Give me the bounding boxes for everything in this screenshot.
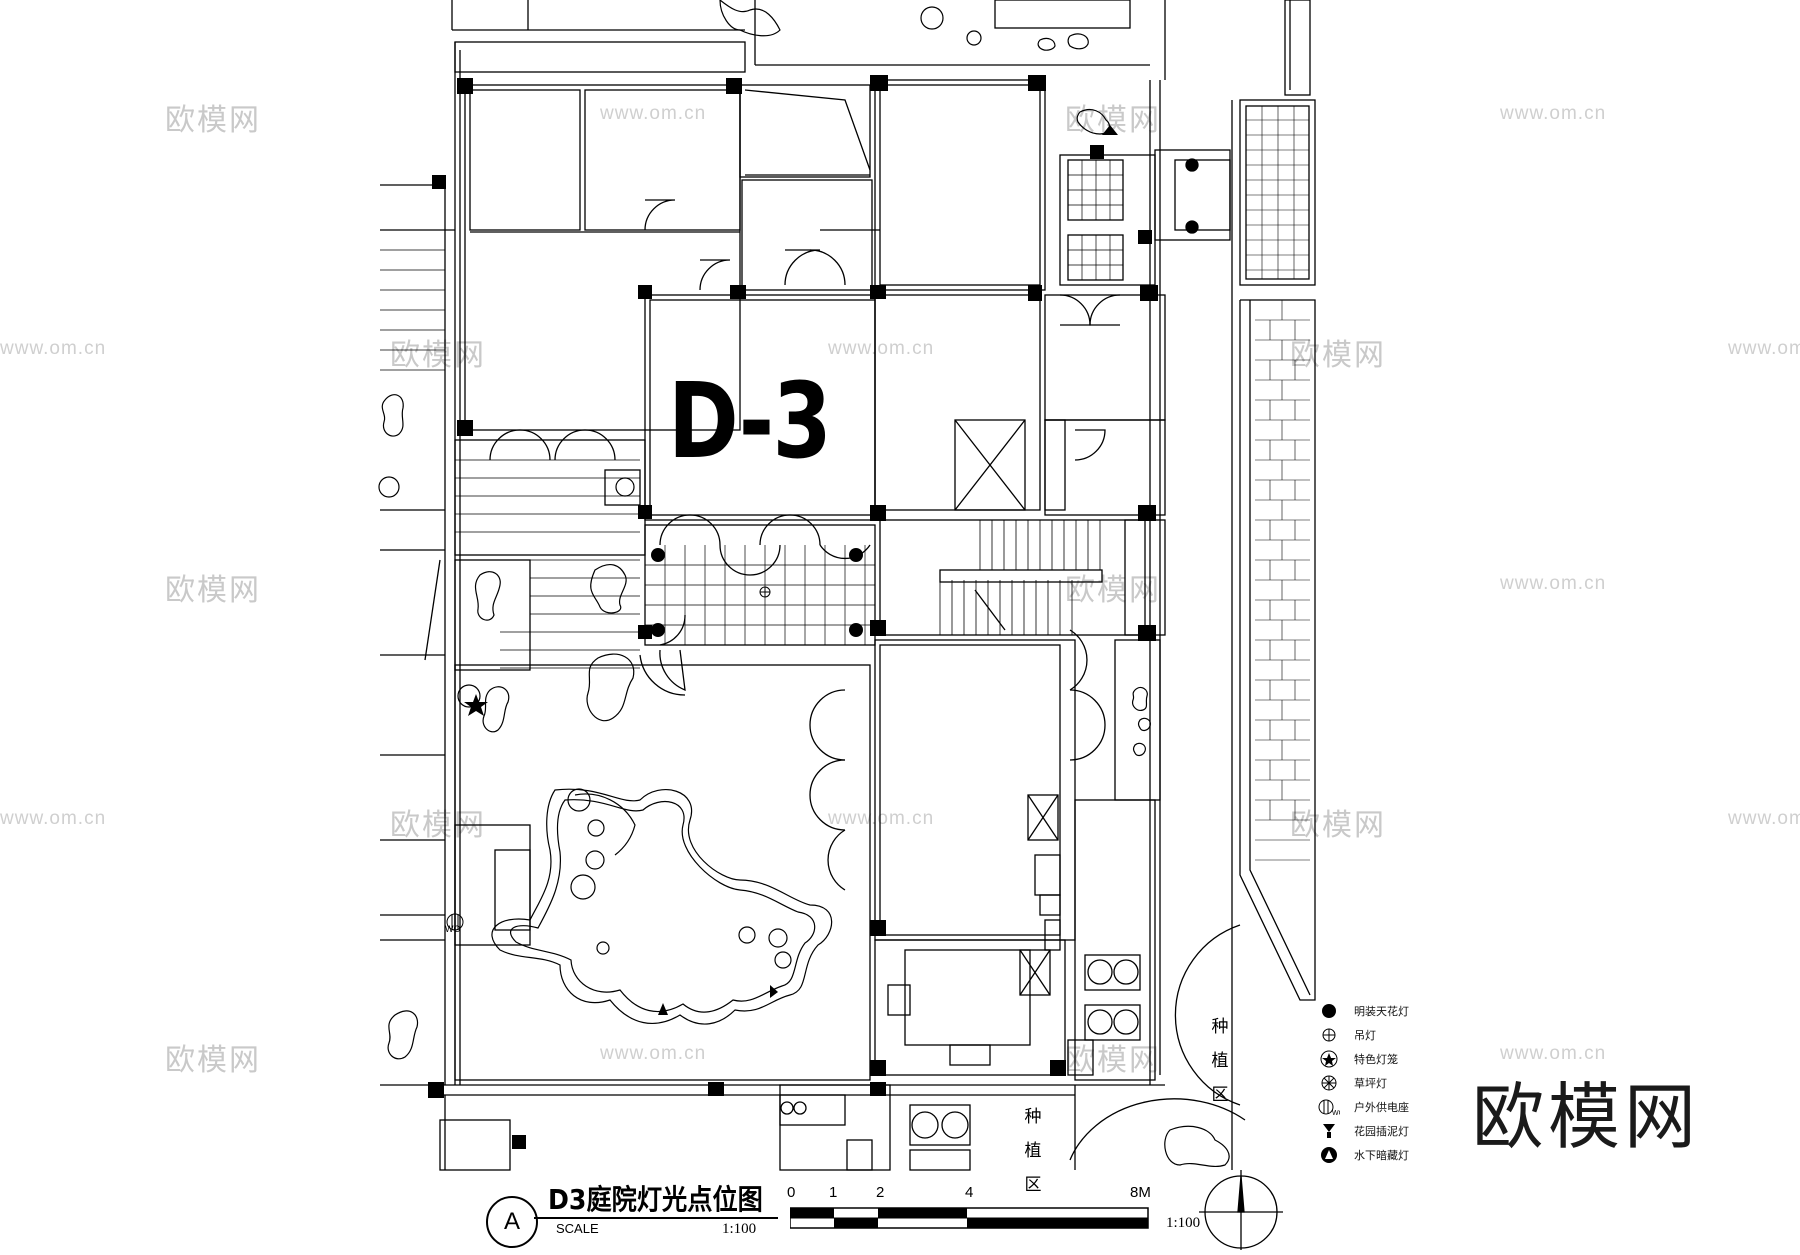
legend-item: 特色灯笼 xyxy=(1318,1048,1488,1070)
legend-item: 吊灯 xyxy=(1318,1024,1488,1046)
watermark: 欧模网 xyxy=(165,573,261,608)
legend-item: WO 户外供电座 xyxy=(1318,1096,1488,1118)
ceiling-light-icon xyxy=(1322,1004,1336,1018)
watermark-url: www.om.cn xyxy=(0,338,107,359)
plan-label: D-3 xyxy=(668,360,832,482)
scale-tick: 1 xyxy=(829,1184,838,1201)
socket-code: WO xyxy=(1332,1110,1340,1116)
outdoor-socket-icon: WO xyxy=(1318,1099,1340,1116)
watermark-url: www.om.cn xyxy=(1500,103,1607,124)
brand-logo: 欧模网 xyxy=(1472,1075,1701,1159)
legend-label: 草坪灯 xyxy=(1354,1077,1387,1090)
lawn-light-icon xyxy=(1321,1075,1337,1091)
scale-ratio: 1:100 xyxy=(1166,1215,1201,1231)
legend-label: 花园插泥灯 xyxy=(1354,1125,1409,1138)
scale-bar xyxy=(790,1207,1149,1229)
legend-item: 明装天花灯 xyxy=(1318,1000,1488,1022)
pendant-light-icon xyxy=(1322,1028,1336,1042)
legend-label: 户外供电座 xyxy=(1354,1101,1409,1114)
watermark: 欧模网 xyxy=(165,1043,261,1078)
watermark: 欧模网 xyxy=(390,338,486,373)
watermark: 欧模网 xyxy=(1065,573,1161,608)
legend-label: 明装天花灯 xyxy=(1354,1005,1409,1018)
legend-item: 草坪灯 xyxy=(1318,1072,1488,1094)
watermark-url: www.om.cn xyxy=(0,808,107,829)
planting-zone-label: 种植区 xyxy=(1211,1017,1229,1105)
scale-tick: 8M xyxy=(1130,1184,1151,1201)
legend-label: 特色灯笼 xyxy=(1354,1053,1398,1066)
drawing-mark: A xyxy=(486,1196,538,1248)
garden-spike-light-icon xyxy=(1323,1124,1335,1138)
drawing-title: D3庭院灯光点位图 xyxy=(548,1183,763,1216)
watermark: 欧模网 xyxy=(1065,1043,1161,1078)
watermark-url: www.om.cn xyxy=(1500,1043,1607,1064)
watermark-url: www.om.cn xyxy=(828,338,935,359)
legend-item: 水下暗藏灯 xyxy=(1318,1144,1488,1166)
watermark: 欧模网 xyxy=(1290,808,1386,843)
watermark-url: www.om.cn xyxy=(1728,808,1800,829)
underwater-light-icon xyxy=(1321,1147,1337,1163)
wo-socket-mark: WO xyxy=(445,924,461,934)
scale-tick: 4 xyxy=(965,1184,974,1201)
watermark: 欧模网 xyxy=(165,103,261,138)
legend-label: 吊灯 xyxy=(1354,1029,1376,1042)
watermark-url: www.om.cn xyxy=(600,103,707,124)
feature-lantern-icon xyxy=(1320,1050,1338,1068)
scale-tick: 2 xyxy=(876,1184,885,1201)
legend-item: 花园插泥灯 xyxy=(1318,1120,1488,1142)
watermark-url: www.om.cn xyxy=(600,1043,707,1064)
scale-tick: 0 xyxy=(787,1184,796,1201)
watermark: 欧模网 xyxy=(1290,338,1386,373)
watermark-url: www.om.cn xyxy=(1728,338,1800,359)
scale-ratio: 1:100 xyxy=(722,1221,757,1237)
legend-label: 水下暗藏灯 xyxy=(1354,1149,1409,1162)
scale-word: SCALE xyxy=(556,1221,599,1236)
planting-zone-label: 种植区 xyxy=(1024,1107,1042,1195)
watermark-url: www.om.cn xyxy=(1500,573,1607,594)
title-underline xyxy=(534,1217,778,1219)
